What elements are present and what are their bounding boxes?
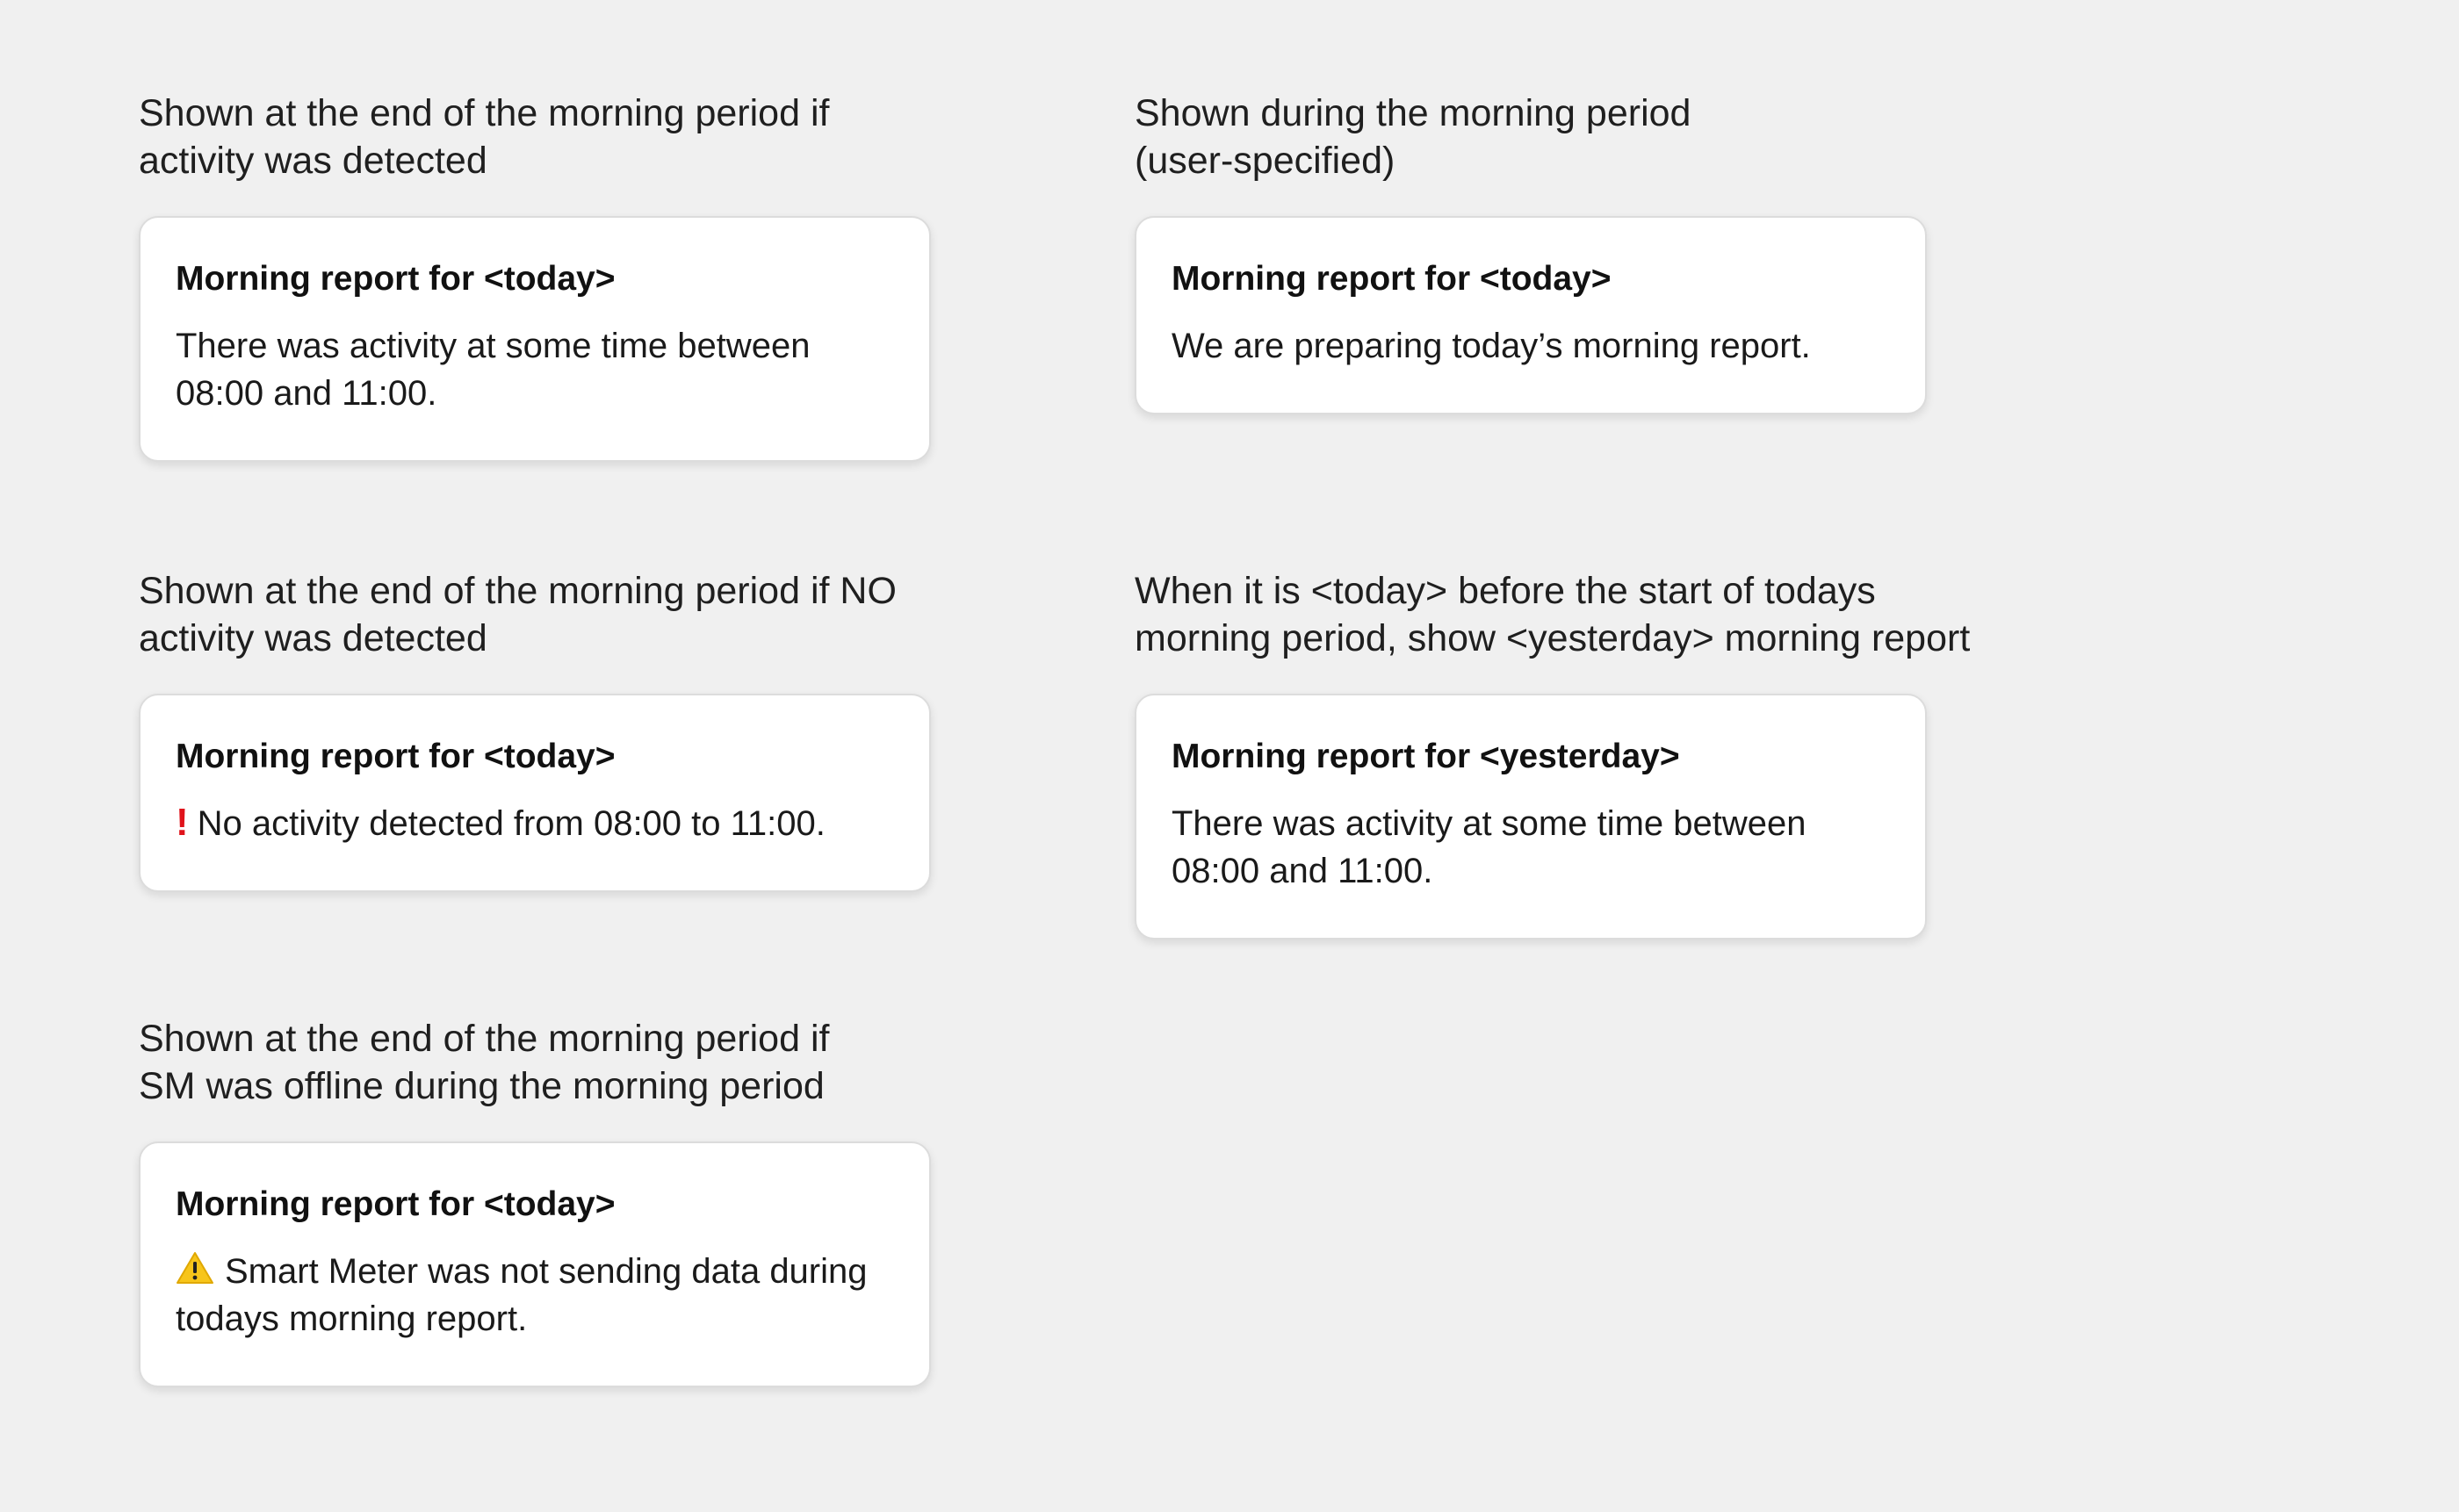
scenario-smart-meter-offline: Shown at the end of the morning period i… bbox=[139, 1015, 1061, 1387]
morning-report-card: Morning report for <today> Smart Meter w… bbox=[139, 1141, 931, 1387]
scenario-caption: Shown during the morning period (user-sp… bbox=[1135, 92, 1691, 182]
scenario-yesterday-report: When it is <today> before the start of t… bbox=[1135, 567, 2057, 940]
scenario-caption: Shown at the end of the morning period i… bbox=[139, 570, 897, 659]
scenario-caption: Shown at the end of the morning period i… bbox=[139, 92, 830, 182]
morning-report-card: Morning report for <today> !No activity … bbox=[139, 694, 931, 892]
card-title: Morning report for <today> bbox=[176, 738, 616, 775]
card-title: Morning report for <today> bbox=[1172, 260, 1612, 298]
card-body: There was activity at some time between … bbox=[1172, 804, 1806, 890]
warning-icon bbox=[177, 1252, 213, 1284]
card-title: Morning report for <yesterday> bbox=[1172, 738, 1680, 775]
morning-report-card: Morning report for <today> We are prepar… bbox=[1135, 216, 1927, 414]
morning-report-card: Morning report for <yesterday> There was… bbox=[1135, 694, 1927, 940]
morning-report-card: Morning report for <today> There was act… bbox=[139, 216, 931, 462]
card-body: Smart Meter was not sending data during … bbox=[176, 1252, 868, 1338]
card-body-row: Smart Meter was not sending data during … bbox=[176, 1248, 894, 1343]
scenario-caption: Shown at the end of the morning period i… bbox=[139, 1018, 830, 1107]
scenario-during-morning-period: Shown during the morning period (user-sp… bbox=[1135, 90, 2057, 414]
card-body: No activity detected from 08:00 to 11:00… bbox=[197, 804, 826, 843]
scenario-caption: When it is <today> before the start of t… bbox=[1135, 570, 1971, 659]
exclamation-icon: ! bbox=[176, 801, 189, 844]
card-title: Morning report for <today> bbox=[176, 1185, 616, 1223]
card-body: There was activity at some time between … bbox=[176, 327, 811, 413]
scenario-no-activity: Shown at the end of the morning period i… bbox=[139, 567, 1061, 892]
card-body-row: !No activity detected from 08:00 to 11:0… bbox=[176, 800, 894, 847]
scenario-activity-detected: Shown at the end of the morning period i… bbox=[139, 90, 1061, 462]
card-title: Morning report for <today> bbox=[176, 260, 616, 298]
card-body: We are preparing today’s morning report. bbox=[1172, 327, 1811, 365]
